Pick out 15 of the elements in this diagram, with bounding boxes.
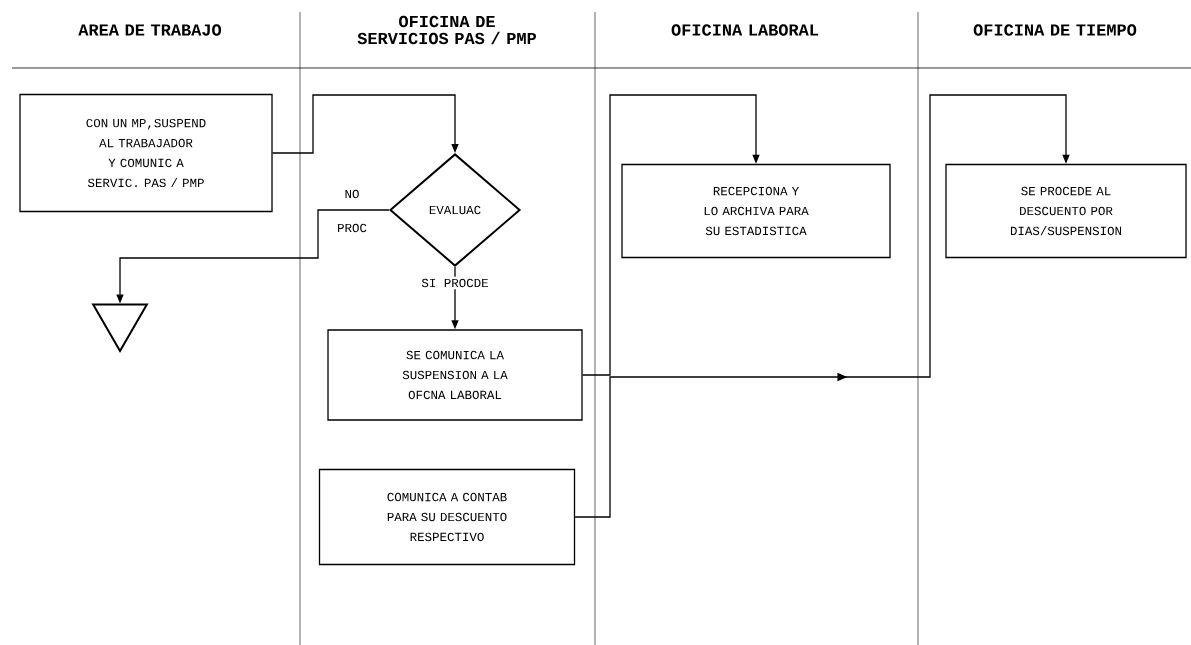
process-box: RECEPCIONA Y LO ARCHIVA PARA SU ESTADISTICA (621, 163, 891, 259)
edge-label: SI PROCDE (419, 276, 491, 290)
lane-header: OFICINA LABORAL (671, 24, 819, 36)
lane-header: OFICINA DE SERVICIOS PAS / PMP (357, 15, 536, 45)
arrow (272, 94, 459, 154)
branch-label: PROC (338, 223, 367, 233)
lane-header: AREA DE TRABAJO (78, 24, 222, 36)
process-box: SE COMUNICA LA SUSPENSION A LA OFCNA LABORAL (327, 329, 583, 421)
arrow (574, 94, 1070, 518)
edge-label: NO (342, 187, 362, 201)
process-box: COMUNICA A CONTAB PARA SU DESCUENTO RESPECTIVO (318, 468, 576, 566)
arrow (582, 94, 760, 376)
process-box: SE PROCEDE AL DESCUENTO POR DIAS/SUSPENSION (945, 163, 1187, 259)
process-box: CON UN MP,SUSPEND AL TRABAJADOR Y COMUNIC A SERVIC. PAS / PMP (19, 93, 273, 213)
lane-header: OFICINA DE TIEMPO (973, 24, 1137, 36)
